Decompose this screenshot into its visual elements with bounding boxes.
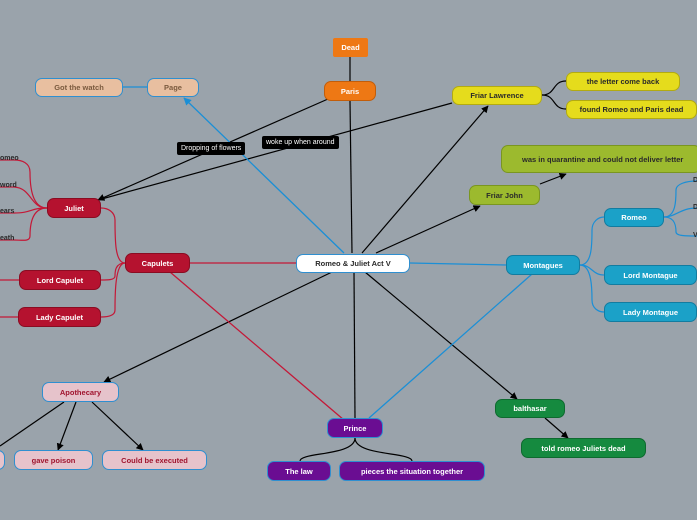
- juliet-child-2[interactable]: word: [0, 182, 17, 189]
- node-romeo[interactable]: Romeo: [604, 208, 664, 227]
- node-lord-capulet[interactable]: Lord Capulet: [19, 270, 101, 290]
- romeo-child-3[interactable]: V: [693, 232, 697, 239]
- node-told-romeo[interactable]: told romeo Juliets dead: [521, 438, 646, 458]
- romeo-child-1[interactable]: D: [693, 177, 697, 184]
- node-pieces-together[interactable]: pieces the situation together: [339, 461, 485, 481]
- juliet-child-4[interactable]: eath: [0, 235, 15, 242]
- node-capulets[interactable]: Capulets: [125, 253, 190, 273]
- romeo-child-2[interactable]: D: [693, 204, 697, 211]
- juliet-child-3[interactable]: ears: [0, 208, 15, 215]
- node-gave-poison[interactable]: gave poison: [14, 450, 93, 470]
- node-page[interactable]: Page: [147, 78, 199, 97]
- node-paris[interactable]: Paris: [324, 81, 376, 101]
- node-found-romeo-paris-dead[interactable]: found Romeo and Paris dead: [566, 100, 697, 119]
- relation-label-dropping-flowers: Dropping of flowers: [177, 142, 246, 155]
- node-lord-montague[interactable]: Lord Montague: [604, 265, 697, 285]
- node-could-be-executed[interactable]: Could be executed: [102, 450, 207, 470]
- central-topic[interactable]: Romeo & Juliet Act V: [296, 254, 410, 273]
- node-balthasar[interactable]: balthasar: [495, 399, 565, 418]
- juliet-child-1[interactable]: omeo: [0, 155, 19, 162]
- relation-label-woke-up: woke up when around: [262, 136, 339, 149]
- node-friar-lawrence[interactable]: Friar Lawrence: [452, 86, 542, 105]
- node-quarantine[interactable]: was in quarantine and could not deliver …: [501, 145, 697, 173]
- node-lady-montague[interactable]: Lady Montague: [604, 302, 697, 322]
- node-montagues[interactable]: Montagues: [506, 255, 580, 275]
- node-juliet[interactable]: Juliet: [47, 198, 101, 218]
- node-apothecary[interactable]: Apothecary: [42, 382, 119, 402]
- node-lady-capulet[interactable]: Lady Capulet: [18, 307, 101, 327]
- node-letter-come-back[interactable]: the letter come back: [566, 72, 680, 91]
- node-dead[interactable]: Dead: [333, 38, 368, 57]
- node-prince[interactable]: Prince: [327, 418, 383, 438]
- node-the-law[interactable]: The law: [267, 461, 331, 481]
- node-got-the-watch[interactable]: Got the watch: [35, 78, 123, 97]
- node-friar-john[interactable]: Friar John: [469, 185, 540, 205]
